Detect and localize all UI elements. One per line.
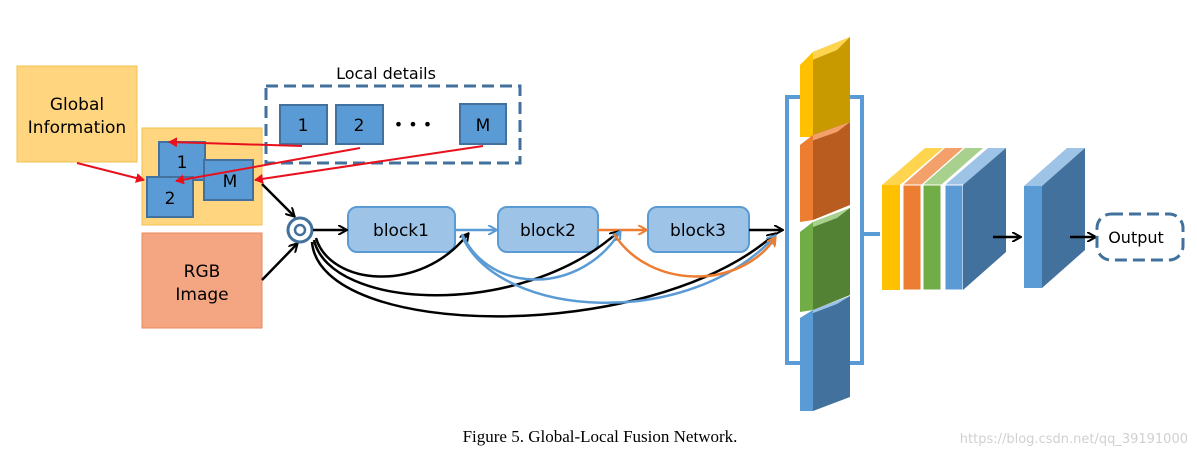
fusion-node	[286, 216, 314, 244]
stack-patch-m	[203, 159, 254, 201]
stack-patch-2	[146, 176, 194, 218]
output-label: Output	[1108, 228, 1164, 247]
global-information-box: Global Information	[16, 65, 138, 163]
stack-patch-1-label: 1	[177, 153, 188, 173]
block2: block2	[497, 206, 599, 253]
red-arrow-1	[168, 137, 303, 148]
block1-label: block1	[373, 221, 429, 241]
rgb-image-box: RGB Image	[141, 232, 263, 329]
watermark: https://blog.csdn.net/qq_39191000	[960, 432, 1188, 447]
skip-blue-1	[460, 232, 620, 281]
block2-label: block2	[520, 221, 576, 241]
concat-bracket	[785, 95, 880, 365]
arrow-stack-to-fusion	[261, 183, 294, 216]
skip-black-1	[314, 234, 468, 278]
local-details-box: Local details 1 2 • • • M	[264, 64, 522, 165]
rgb-label-2: Image	[175, 285, 228, 305]
concat-yellow	[882, 148, 943, 290]
cube-orange	[800, 122, 850, 222]
global-information-label-1: Global	[50, 95, 104, 115]
cube-green	[800, 208, 850, 312]
local-patch-1-label: 1	[298, 116, 309, 136]
concat-green	[922, 148, 983, 291]
block3-label: block3	[670, 221, 726, 241]
output-box: Output	[1095, 212, 1185, 262]
figure-caption: Figure 5. Global-Local Fusion Network.	[463, 427, 738, 446]
red-arrow-2	[175, 147, 361, 185]
local-patch-m-label: M	[476, 116, 491, 136]
stack-patch-m-label: M	[223, 172, 238, 192]
cube-stack	[800, 37, 850, 411]
stack-patch-2-label: 2	[165, 189, 176, 209]
block1: block1	[347, 206, 456, 253]
skip-orange-1	[612, 233, 775, 278]
rgb-label-1: RGB	[184, 262, 221, 282]
skip-black-2	[312, 232, 618, 297]
feature-cube	[1024, 148, 1085, 288]
local-patch-m	[459, 103, 507, 145]
red-arrow-global	[76, 162, 145, 183]
local-patch-2	[335, 104, 384, 145]
concatenated-stack	[882, 148, 1006, 291]
cube-blue	[800, 296, 850, 411]
red-arrows	[76, 137, 484, 185]
red-arrow-m	[254, 145, 484, 184]
arrow-rgb-to-fusion	[261, 244, 297, 281]
local-details-label: Local details	[336, 64, 436, 83]
cube-yellow	[800, 37, 850, 137]
skip-connections	[310, 232, 775, 318]
skip-black-3	[310, 234, 775, 318]
ellipsis: • • •	[394, 115, 432, 134]
block3: block3	[647, 206, 750, 253]
local-patch-1	[279, 104, 328, 145]
concat-orange	[902, 148, 963, 291]
global-information-label-2: Information	[28, 118, 126, 138]
concat-blue	[944, 148, 1006, 291]
local-patch-2-label: 2	[354, 116, 365, 136]
